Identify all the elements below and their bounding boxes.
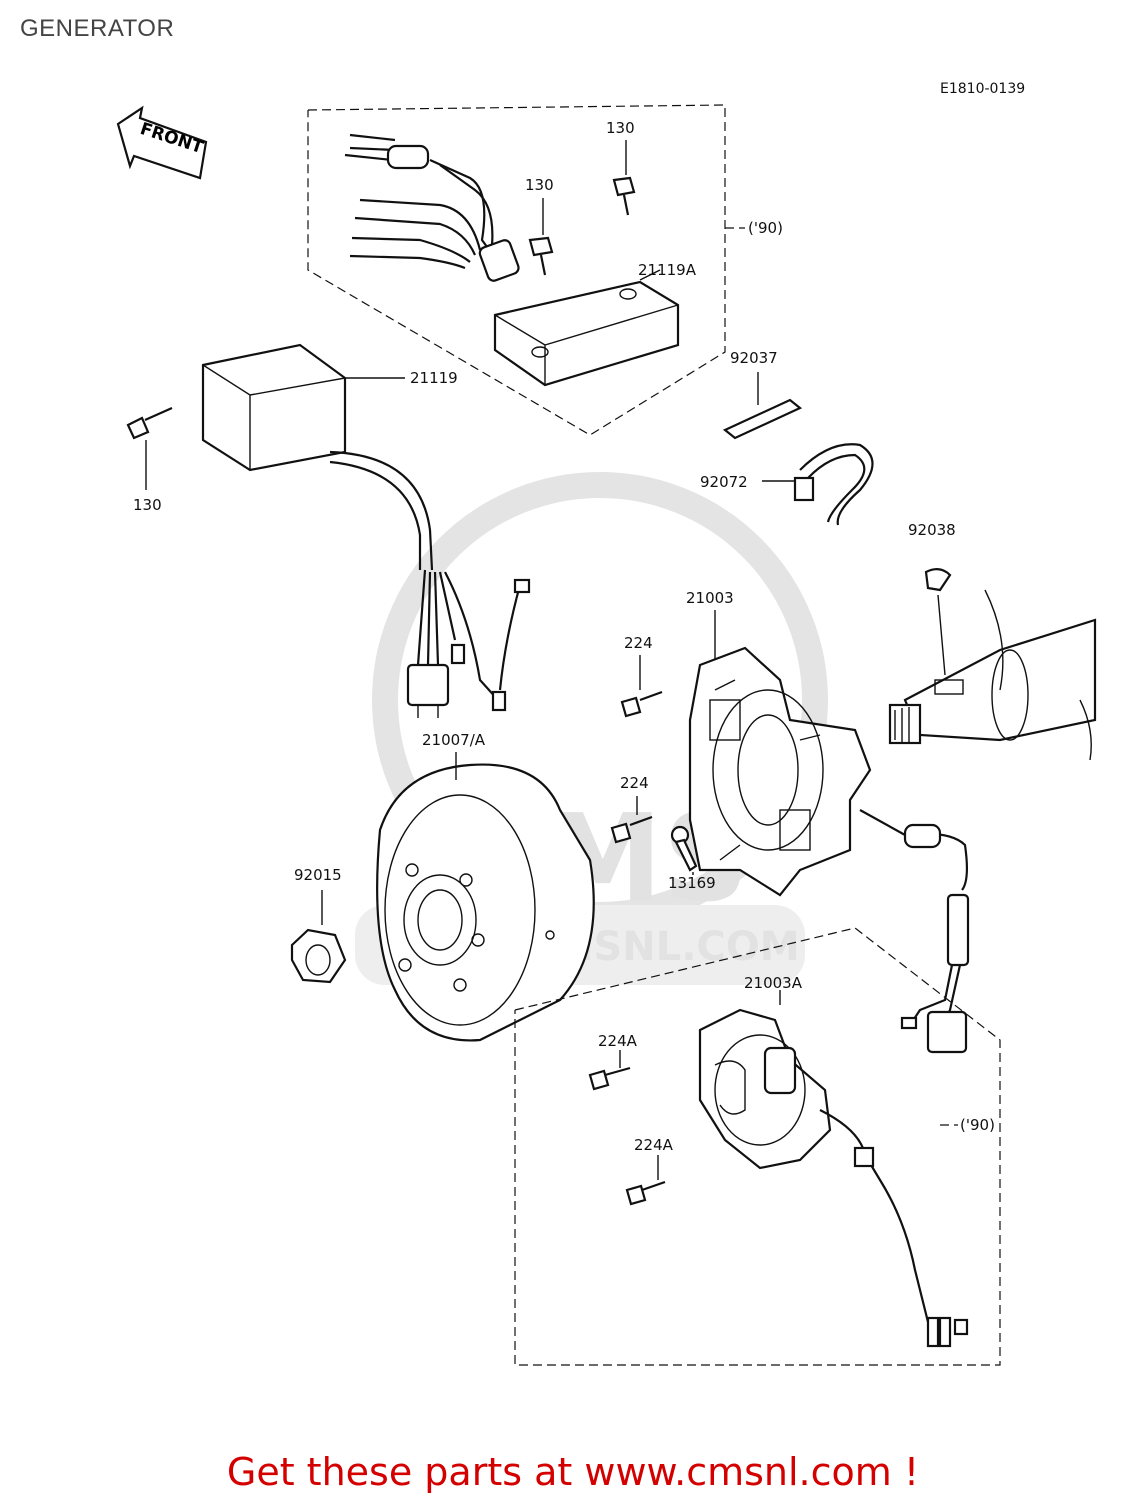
label-21119: 21119 — [410, 369, 458, 387]
year-note-cdi: ('90) — [748, 219, 783, 237]
stator-21003 — [688, 646, 969, 897]
label-92038: 92038 — [908, 521, 956, 539]
crankshaft — [888, 589, 1097, 761]
stator-21003a — [698, 1008, 969, 1348]
cdi-90-harness — [344, 133, 520, 282]
screw-224-b — [610, 796, 653, 844]
label-21119a: 21119A — [638, 261, 697, 279]
label-21003a: 21003A — [744, 974, 803, 992]
label-224-b: 224 — [620, 774, 649, 792]
cdi-unit-part — [201, 343, 434, 571]
key-92038 — [924, 568, 952, 676]
label-21003: 21003 — [686, 589, 734, 607]
label-92072: 92072 — [700, 473, 748, 491]
clamp-92072 — [793, 443, 874, 526]
stator-90-outline — [514, 927, 1001, 1366]
flywheel-21007a — [376, 763, 595, 1042]
cta-link[interactable]: Get these parts at www.cmsnl.com ! — [226, 1450, 920, 1494]
nut-92015 — [290, 890, 347, 984]
cdi-connector — [406, 569, 531, 718]
label-13169: 13169 — [668, 874, 716, 892]
terminal-13169 — [670, 825, 698, 875]
label-224a-a: 224A — [598, 1032, 638, 1050]
label-92037: 92037 — [730, 349, 778, 367]
plate-92037 — [722, 372, 803, 440]
diagram-code: E1810-0139 — [940, 81, 1025, 97]
screw-224-a — [620, 655, 663, 718]
label-130-b: 130 — [525, 176, 554, 194]
bolt-130-c — [126, 406, 173, 490]
screw-224a-a — [588, 1050, 631, 1091]
label-224-a: 224 — [624, 634, 653, 652]
cdi-unit-90-part — [493, 280, 680, 387]
label-130-c: 130 — [133, 496, 162, 514]
year-note-stator: ('90) — [960, 1116, 995, 1134]
label-21007a: 21007/A — [422, 731, 486, 749]
bolt-130-b — [528, 198, 554, 276]
screw-224a-b — [625, 1155, 666, 1206]
page-title: GENERATOR — [20, 15, 175, 42]
label-92015: 92015 — [294, 866, 342, 884]
stator-connector — [900, 893, 970, 1054]
label-130-a: 130 — [606, 119, 635, 137]
cdi-90-outline — [307, 104, 726, 436]
label-224a-b: 224A — [634, 1136, 674, 1154]
bolt-130-a — [612, 140, 636, 216]
front-arrow-icon: FRONT — [116, 105, 208, 180]
